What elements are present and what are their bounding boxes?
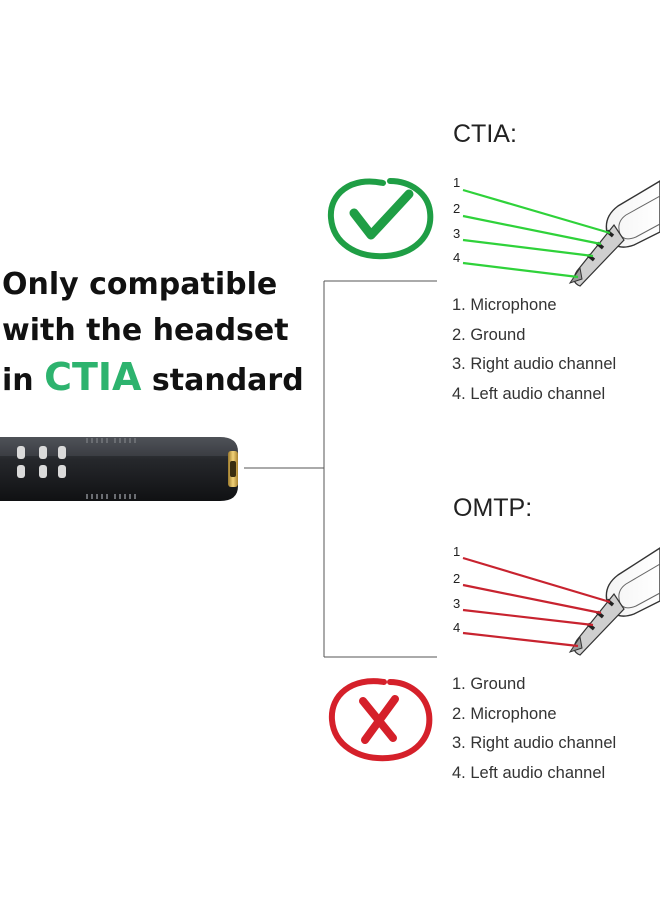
headline-line: with the headset bbox=[2, 313, 289, 348]
list-item: 2. Ground bbox=[452, 325, 526, 344]
ctia-plug-diagram: 1 2 3 4 bbox=[453, 175, 660, 287]
list-item: 2. Microphone bbox=[452, 704, 557, 723]
headline-suffix: standard bbox=[141, 363, 304, 398]
list-item: 1. Ground bbox=[452, 675, 526, 693]
omtp-pin-list: 1. Ground 2. Microphone 3. Right audio c… bbox=[452, 670, 616, 788]
connector-lines bbox=[244, 280, 437, 658]
headline-line: in CTIA standard bbox=[2, 354, 304, 404]
checkmark-icon bbox=[327, 178, 434, 260]
omtp-wire-number: 2 bbox=[453, 571, 460, 586]
omtp-wire-number: 3 bbox=[453, 596, 460, 611]
ctia-title: CTIA: bbox=[453, 120, 517, 148]
headline-ctia-highlight: CTIA bbox=[44, 355, 142, 399]
list-item: 3. Right audio channel bbox=[452, 734, 617, 752]
ctia-wire-number: 1 bbox=[453, 175, 460, 190]
omtp-wire-number: 4 bbox=[453, 620, 460, 635]
cross-icon bbox=[328, 678, 433, 762]
list-item: 1. Microphone bbox=[452, 296, 557, 314]
list-item: 3. Right audio channel bbox=[452, 355, 617, 373]
omtp-wire-number: 1 bbox=[453, 544, 460, 559]
ctia-pin-list: 1. Microphone 2. Ground 3. Right audio c… bbox=[452, 291, 616, 409]
ctia-wire-number: 3 bbox=[453, 226, 460, 241]
compatibility-headline: Only compatible with the headset in CTIA… bbox=[2, 262, 304, 404]
omtp-plug-diagram: 1 2 3 4 bbox=[453, 544, 660, 656]
list-item: 4. Left audio channel bbox=[452, 763, 606, 782]
headline-line: Only compatible bbox=[2, 267, 278, 302]
list-item: 4. Left audio channel bbox=[452, 384, 606, 403]
audio-adapter bbox=[0, 437, 238, 501]
omtp-title: OMTP: bbox=[453, 494, 533, 522]
ctia-wire-number: 2 bbox=[453, 201, 460, 216]
ctia-wire-number: 4 bbox=[453, 250, 460, 265]
headline-prefix: in bbox=[2, 363, 45, 398]
